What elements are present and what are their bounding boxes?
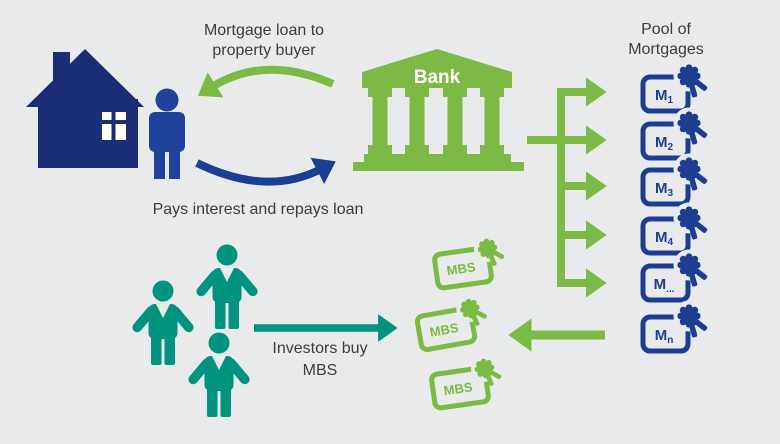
mbs-certificate-label: MBS bbox=[443, 379, 474, 398]
mortgage-box: M4 bbox=[640, 202, 709, 256]
mortgage-box: M1 bbox=[640, 60, 709, 114]
mortgage-label: M bbox=[655, 229, 668, 246]
svg-text:M2: M2 bbox=[655, 134, 674, 153]
bank-pediment bbox=[362, 49, 512, 88]
mortgage-loan-label-line2: property buyer bbox=[212, 42, 316, 59]
svg-text:M...: M... bbox=[654, 276, 675, 295]
repayment-arrow bbox=[195, 157, 336, 186]
roof bbox=[26, 49, 144, 107]
mortgage-loan-arrow bbox=[197, 65, 335, 98]
house-icon bbox=[26, 49, 144, 168]
repayment-label: Pays interest and repays loan bbox=[153, 201, 364, 218]
window-mullion bbox=[111, 112, 116, 140]
mortgage-box: Mn bbox=[640, 300, 709, 354]
investors-buy-label-line1: Investors buy bbox=[272, 340, 367, 357]
mortgage-pool: M1 M2 M3 M4 M... bbox=[640, 60, 709, 354]
bank-label: Bank bbox=[414, 67, 461, 88]
mortgage-subscript: n bbox=[667, 335, 673, 346]
mbs-certificates: MBS MBS MBS bbox=[414, 234, 507, 411]
bank-step-lower bbox=[353, 162, 524, 171]
bank-step-upper bbox=[364, 154, 511, 162]
mbs-certificate-label: MBS bbox=[446, 259, 477, 278]
svg-text:Mn: Mn bbox=[655, 327, 674, 346]
svg-text:M3: M3 bbox=[655, 180, 674, 199]
bank-icon: Bank bbox=[353, 49, 524, 171]
property-buyer-icon bbox=[149, 88, 185, 179]
mortgage-label: M bbox=[654, 276, 667, 293]
mortgage-subscript: 1 bbox=[667, 95, 673, 106]
mortgage-label: M bbox=[655, 327, 668, 344]
svg-text:M4: M4 bbox=[655, 229, 674, 248]
pool-title-line1: Pool of bbox=[641, 21, 691, 38]
mbs-certificate: MBS bbox=[414, 295, 489, 352]
investors-buy-label-line2: MBS bbox=[303, 362, 338, 379]
mortgage-label: M bbox=[655, 87, 668, 104]
mbs-certificate: MBS bbox=[429, 354, 504, 411]
svg-text:M1: M1 bbox=[655, 87, 674, 106]
mortgage-label: M bbox=[655, 134, 668, 151]
mortgage-subscript: 3 bbox=[667, 188, 673, 199]
mbs-certificate-label: MBS bbox=[429, 320, 460, 340]
mortgage-loan-label-line1: Mortgage loan to bbox=[204, 22, 324, 39]
window-transom bbox=[102, 120, 126, 124]
mortgage-box: M3 bbox=[640, 153, 709, 207]
mortgage-subscript: 4 bbox=[667, 237, 673, 248]
mortgage-box: M2 bbox=[640, 107, 709, 161]
mortgage-label: M bbox=[655, 180, 668, 197]
mortgage-subscript: 2 bbox=[667, 142, 673, 153]
mortgage-subscript: ... bbox=[666, 284, 675, 295]
distribution-arrows bbox=[527, 77, 607, 298]
pool-title-line2: Mortgages bbox=[628, 41, 704, 58]
mortgage-box: M... bbox=[640, 249, 709, 303]
mbs-certificate: MBS bbox=[432, 234, 507, 291]
